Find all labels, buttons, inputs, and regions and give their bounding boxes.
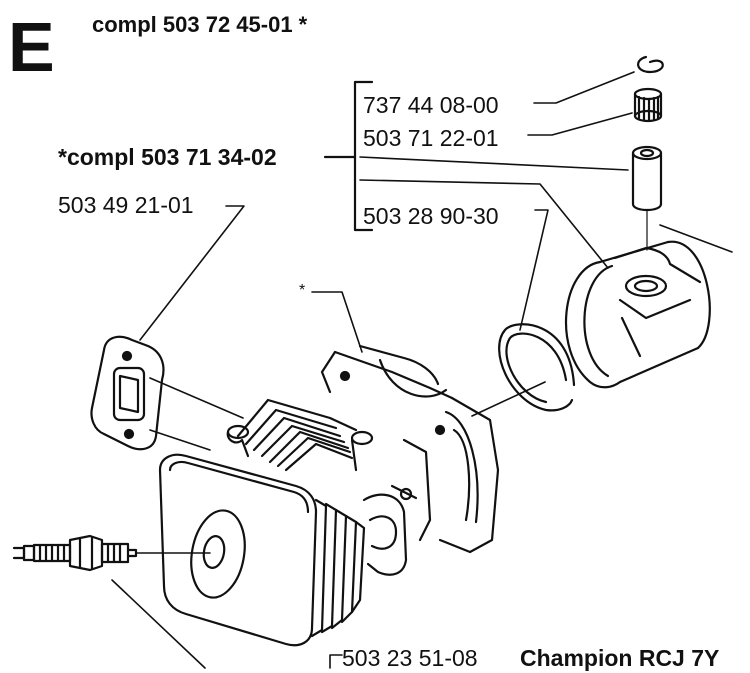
part-number-retaining-ring: 737 44 08-00 [363, 92, 499, 118]
section-letter: E [8, 8, 55, 86]
cylinder-marker: * [299, 282, 306, 299]
cylinder [158, 344, 500, 647]
leader-lines [111, 71, 733, 669]
spark-plug [12, 534, 211, 572]
retaining-ring [637, 55, 664, 74]
needle-bearing [633, 87, 663, 123]
part-number-piston-ring: 503 28 90-30 [363, 203, 499, 229]
part-number-needle-bearing: 503 71 22-01 [363, 125, 499, 151]
part-number-gasket: 503 49 21-01 [58, 192, 194, 218]
gasket [90, 335, 165, 451]
piston-kit-bracket [323, 80, 374, 232]
spark-plug-type: Champion RCJ 7Y [520, 645, 720, 671]
piston-kit-label: *compl 503 71 34-02 [58, 144, 277, 170]
piston-pin [631, 145, 663, 251]
piston [564, 240, 711, 389]
piston-ring [498, 323, 576, 412]
part-number-spark-plug: 503 23 51-08 [342, 645, 478, 671]
assembly-top-label: compl 503 72 45-01 * [92, 12, 308, 37]
